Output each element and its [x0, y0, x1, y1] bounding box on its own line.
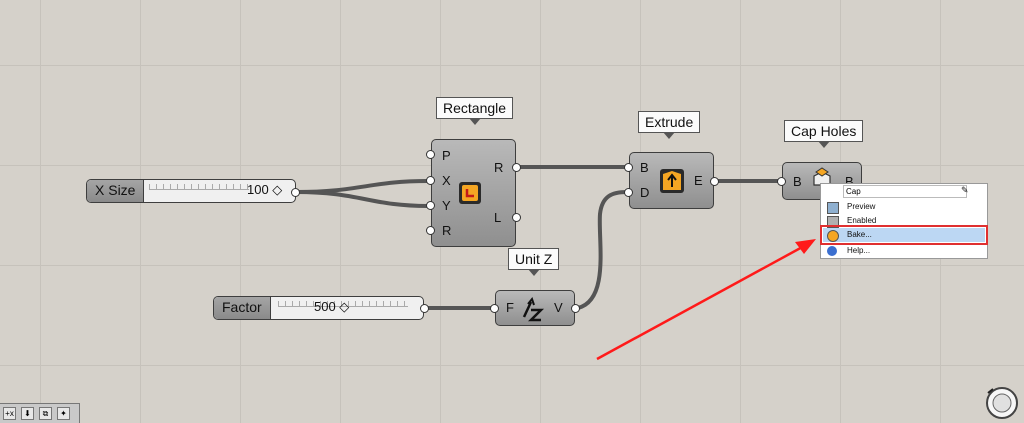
unit-z-vector-icon — [522, 296, 545, 322]
unit-z-port-f-dot[interactable] — [490, 304, 499, 313]
menu-item-preview[interactable]: Preview — [823, 200, 985, 214]
cap-holes-port-b-dot[interactable] — [777, 177, 786, 186]
cap-holes-input-b[interactable]: B — [793, 174, 802, 189]
unit-z-tag: Unit Z — [508, 248, 560, 276]
rectangle-input-x[interactable]: X — [442, 173, 451, 188]
wire-unitz-to-extrude — [577, 190, 628, 310]
navigation-wheel-icon[interactable] — [984, 385, 1020, 421]
extrude-icon — [660, 169, 684, 193]
unit-z-input-f[interactable]: F — [506, 300, 514, 315]
x-size-slider-value[interactable]: 100 ◇ — [247, 182, 283, 197]
rectangle-output-l[interactable]: L — [494, 210, 502, 225]
rectangle-port-y-dot[interactable] — [426, 201, 435, 210]
extrude-input-d[interactable]: D — [640, 185, 650, 200]
help-icon — [827, 246, 837, 256]
canvas-toolbar: +x ⬇ ⧉ ✦ — [0, 403, 80, 423]
enabled-icon — [827, 216, 839, 228]
rectangle-tag: Rectangle — [436, 97, 514, 125]
context-menu[interactable]: ✎ Preview Enabled Bake... Help... — [820, 183, 988, 259]
rectangle-output-r[interactable]: R — [494, 160, 504, 175]
extrude-output-e[interactable]: E — [694, 173, 703, 188]
extrude-tag: Extrude — [638, 111, 701, 139]
x-size-slider-label: X Size — [87, 180, 145, 202]
toolbar-zoom-icon[interactable]: +x — [3, 407, 16, 420]
rectangle-port-x-dot[interactable] — [426, 176, 435, 185]
x-size-slider-track[interactable] — [149, 184, 249, 190]
cap-holes-output-b[interactable]: B — [845, 174, 854, 189]
factor-slider[interactable]: Factor 500 ◇ — [213, 296, 424, 320]
bake-icon — [827, 230, 839, 242]
factor-slider-track[interactable] — [278, 301, 408, 307]
rectangle-input-r[interactable]: R — [442, 223, 452, 238]
annotation-arrow — [596, 243, 807, 361]
rectangle-icon — [459, 182, 481, 204]
unit-z-component[interactable]: F V — [495, 290, 575, 326]
wire-xsize-to-y — [295, 190, 429, 208]
toolbar-download-icon[interactable]: ⬇ — [21, 407, 34, 420]
factor-slider-label: Factor — [214, 297, 271, 319]
rectangle-input-y[interactable]: Y — [442, 198, 451, 213]
rectangle-port-p-dot[interactable] — [426, 150, 435, 159]
extrude-port-b-dot[interactable] — [624, 163, 633, 172]
unit-z-output-v[interactable]: V — [554, 300, 563, 315]
component-name-field[interactable] — [843, 185, 967, 198]
extrude-component[interactable]: B D E — [629, 152, 714, 209]
unit-z-port-v-dot[interactable] — [571, 304, 580, 313]
toolbar-layers-icon[interactable]: ⧉ — [39, 407, 52, 420]
extrude-port-e-dot[interactable] — [710, 177, 719, 186]
menu-item-enabled[interactable]: Enabled — [823, 214, 985, 228]
factor-slider-value[interactable]: 500 ◇ — [314, 299, 350, 314]
x-size-output-port[interactable] — [291, 188, 300, 197]
toolbar-star-icon[interactable]: ✦ — [57, 407, 70, 420]
annotation-arrowhead — [795, 239, 816, 254]
x-size-slider[interactable]: X Size 100 ◇ — [86, 179, 296, 203]
factor-output-port[interactable] — [420, 304, 429, 313]
menu-item-bake[interactable]: Bake... — [820, 225, 988, 245]
rectangle-component[interactable]: P X Y R R L — [431, 139, 516, 247]
rectangle-port-r-dot[interactable] — [426, 226, 435, 235]
rectangle-input-p[interactable]: P — [442, 148, 451, 163]
rectangle-port-r-out-dot[interactable] — [512, 163, 521, 172]
name-field-edit-icon[interactable]: ✎ — [961, 185, 969, 195]
cap-holes-tag: Cap Holes — [784, 120, 864, 148]
cap-holes-icon — [813, 167, 831, 186]
rectangle-port-l-out-dot[interactable] — [512, 213, 521, 222]
preview-icon — [827, 202, 839, 214]
menu-item-help[interactable]: Help... — [823, 244, 985, 258]
extrude-port-d-dot[interactable] — [624, 188, 633, 197]
wire-xsize-to-x — [295, 179, 429, 194]
extrude-input-b[interactable]: B — [640, 160, 649, 175]
